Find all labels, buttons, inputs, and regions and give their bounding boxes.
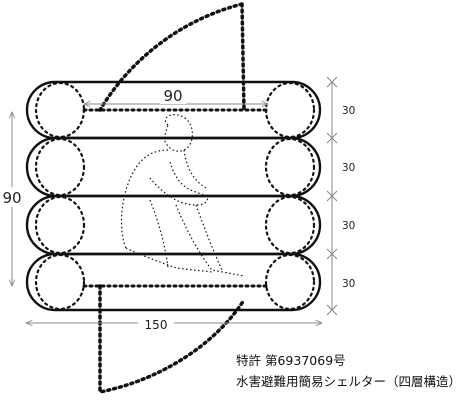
dimension-total-width: 150 xyxy=(26,316,322,332)
patent-number: 特許 第6937069号 xyxy=(236,353,346,368)
dimension-total-height: 90 xyxy=(0,112,24,286)
seated-person-figure xyxy=(120,114,245,277)
inner-width-label: 90 xyxy=(163,87,182,105)
inner-opening xyxy=(82,108,270,288)
layer-height-3-label: 30 xyxy=(342,220,355,232)
dimension-inner-width: 90 xyxy=(84,87,268,105)
tube-end-circles xyxy=(34,81,316,311)
layer-height-2-label: 30 xyxy=(342,162,355,174)
tube-layer-3 xyxy=(25,194,322,256)
tube-layer-2 xyxy=(25,136,322,198)
door-swing-arc xyxy=(98,2,246,395)
product-description: 水害避難用簡易シェルター（四層構造） xyxy=(236,374,462,389)
total-width-label: 150 xyxy=(145,318,168,332)
total-height-label: 90 xyxy=(2,189,21,207)
layer-height-4-label: 30 xyxy=(342,278,355,290)
layer-height-1-label: 30 xyxy=(342,105,355,117)
tube-layer-4 xyxy=(25,252,322,312)
dimension-layer-heights xyxy=(326,76,338,316)
